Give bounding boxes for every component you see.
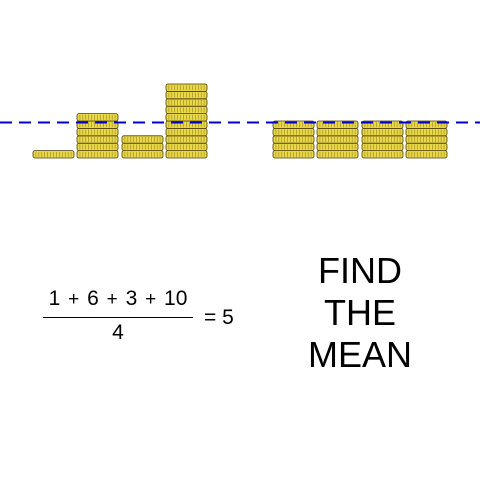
title-line-2: THE bbox=[324, 292, 396, 333]
coin-stack-before-1 bbox=[32, 150, 75, 159]
coin-stack-before-3 bbox=[121, 135, 164, 159]
coin-stack-after-2 bbox=[316, 120, 359, 159]
formula-plus-1: + bbox=[68, 289, 80, 310]
title-line-1: FIND bbox=[318, 250, 402, 291]
formula-term-2: 6 bbox=[87, 287, 99, 310]
mean-formula: 1 + 6 + 3 + 10 4 = 5 bbox=[40, 286, 250, 356]
formula-term-4: 10 bbox=[164, 287, 188, 310]
title-line-3: MEAN bbox=[307, 334, 412, 375]
coin-stacks-figure bbox=[0, 83, 480, 159]
formula-numerator: 1 + 6 + 3 + 10 bbox=[40, 286, 196, 313]
formula-result: = 5 bbox=[204, 306, 234, 329]
page-title: FIND THE MEAN bbox=[280, 250, 440, 376]
fraction-bar bbox=[43, 317, 193, 318]
coin-stack-before-2 bbox=[76, 113, 119, 159]
formula-plus-2: + bbox=[106, 289, 118, 310]
formula-term-1: 1 bbox=[48, 287, 61, 310]
coin-stack-after-1 bbox=[272, 120, 315, 159]
formula-denominator: 4 bbox=[112, 321, 124, 344]
coin-stack-after-3 bbox=[361, 120, 404, 159]
coin-stack-before-4 bbox=[165, 83, 208, 159]
coin-stack-after-4 bbox=[405, 120, 448, 159]
formula-plus-3: + bbox=[145, 289, 157, 310]
formula-term-3: 3 bbox=[125, 287, 138, 310]
